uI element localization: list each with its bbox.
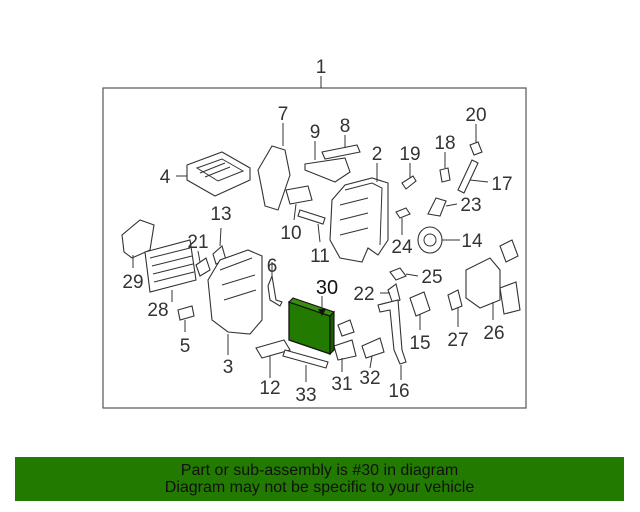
callout-19: 19: [399, 144, 420, 165]
part-20-drawing: [469, 141, 483, 156]
part-33-drawing: [282, 349, 329, 369]
callout-5: 5: [180, 336, 191, 357]
part-9-drawing: [304, 157, 351, 183]
callout-14: 14: [461, 231, 483, 252]
part-11-drawing: [297, 209, 326, 225]
callout-6: 6: [267, 256, 278, 277]
part-31-drawing: [333, 339, 357, 361]
part-5-drawing: [177, 305, 195, 321]
callout-28: 28: [147, 300, 168, 321]
callout-16: 16: [388, 381, 409, 402]
callout-3: 3: [223, 357, 234, 378]
part-28-drawing: [144, 239, 197, 293]
callout-1: 1: [316, 57, 327, 78]
callout-15: 15: [409, 333, 430, 354]
part-32-drawing: [361, 337, 385, 359]
part-25-drawing: [389, 267, 407, 281]
part-22-drawing: [387, 283, 401, 305]
part-17-drawing: [457, 159, 479, 194]
part-23-drawing: [427, 197, 447, 217]
callout-13: 13: [210, 204, 231, 225]
banner-line-1: Part or sub-assembly is #30 in diagram: [180, 462, 459, 479]
part-3-drawing: [207, 249, 263, 335]
part-19-drawing: [401, 175, 417, 190]
part-18-drawing: [439, 167, 451, 183]
part-4-drawing: [186, 151, 251, 197]
callout-12: 12: [259, 378, 280, 399]
callout-24: 24: [391, 237, 413, 258]
callout-2: 2: [372, 144, 383, 165]
callout-29: 29: [122, 272, 143, 293]
banner-line-2: Diagram may not be specific to your vehi…: [164, 479, 475, 496]
callout-31: 31: [331, 374, 352, 395]
part-27-drawing: [447, 289, 463, 311]
callout-27: 27: [447, 330, 468, 351]
callout-30[interactable]: 30: [316, 277, 338, 299]
part-29-drawing: [121, 219, 155, 259]
callout-18: 18: [434, 133, 455, 154]
callout-33: 33: [295, 385, 316, 406]
part-12-drawing: [255, 339, 291, 359]
callout-8: 8: [340, 116, 351, 137]
callout-21: 21: [187, 232, 208, 253]
callout-7: 7: [278, 104, 289, 125]
part-34-misc-drawing: [337, 319, 355, 337]
part-10-drawing: [285, 185, 313, 205]
part-21-drawing: [195, 257, 211, 277]
callout-22: 22: [353, 284, 374, 305]
callout-25: 25: [421, 267, 442, 288]
part-15-drawing: [409, 291, 431, 317]
info-banner: Part or sub-assembly is #30 in diagram D…: [15, 457, 624, 501]
part-7-drawing: [257, 145, 291, 211]
callout-9: 9: [310, 122, 321, 143]
callout-11: 11: [310, 246, 330, 267]
part-26-drawing: [465, 239, 521, 315]
part-14-drawing: [417, 226, 443, 254]
part-24-drawing: [395, 207, 411, 219]
part-16-drawing: [377, 299, 407, 365]
callout-26: 26: [483, 323, 504, 344]
callout-10: 10: [280, 223, 301, 244]
callout-17: 17: [491, 174, 512, 195]
callout-20: 20: [465, 105, 486, 126]
part-2-drawing: [329, 177, 389, 263]
callout-4: 4: [160, 167, 171, 188]
callout-32: 32: [359, 368, 380, 389]
callout-23: 23: [460, 195, 481, 216]
